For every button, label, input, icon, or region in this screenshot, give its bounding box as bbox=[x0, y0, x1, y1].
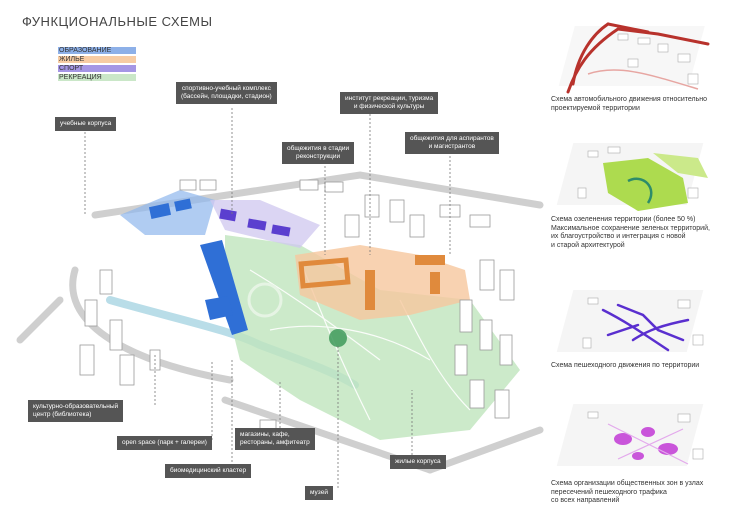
panel-greening-scheme bbox=[556, 143, 708, 211]
panel-traffic-scheme bbox=[558, 22, 710, 94]
caption-pedestrian: Схема пешеходного движения по территории bbox=[551, 362, 700, 369]
recreation-zone bbox=[225, 235, 520, 440]
museum-circle bbox=[329, 329, 347, 347]
legend-item-education: ОБРАЗОВАНИЕ bbox=[58, 46, 138, 55]
legend: ОБРАЗОВАНИЕ ЖИЛЬЕ СПОРТ РЕКРЕАЦИЯ bbox=[58, 46, 138, 82]
page-title: ФУНКЦИОНАЛЬНЫЕ СХЕМЫ bbox=[22, 14, 213, 29]
label-biomed-cluster: биомедицинский кластер bbox=[165, 464, 252, 478]
label-teaching-buildings: учебные корпуса bbox=[55, 117, 117, 131]
legend-item-sport: СПОРТ bbox=[58, 64, 138, 73]
legend-item-housing: ЖИЛЬЕ bbox=[58, 55, 138, 64]
label-dorms-graduate: общежития для аспирантов и магистрантов bbox=[405, 132, 499, 154]
label-dorms-reconstruction: общежития в стадии реконструкции bbox=[282, 142, 355, 164]
label-culture-center: культурно-образовательный центр (библиот… bbox=[28, 400, 124, 422]
caption-greening: Схема озеленения территории (более 50 %)… bbox=[551, 216, 710, 249]
label-recreation-institute: институт рекреации, туризма и физической… bbox=[340, 92, 439, 114]
label-open-space: open space (парк + галереи) bbox=[117, 436, 212, 450]
caption-public-zones: Схема организации общественных зон в узл… bbox=[551, 480, 704, 504]
legend-item-recreation: РЕКРЕАЦИЯ bbox=[58, 73, 138, 82]
education-building bbox=[200, 240, 248, 335]
panel-public-zones-scheme bbox=[556, 404, 704, 466]
label-museum: музей bbox=[305, 486, 333, 500]
label-shops: магазины, кафе, рестораны, амфитеатр bbox=[235, 428, 315, 450]
label-residential: жилые корпуса bbox=[390, 455, 446, 469]
panel-pedestrian-scheme bbox=[556, 290, 704, 352]
label-sport-complex: спортивно-учебный комплекс (бассейн, пло… bbox=[176, 82, 277, 104]
caption-traffic: Схема автомобильного движения относитель… bbox=[551, 96, 708, 112]
